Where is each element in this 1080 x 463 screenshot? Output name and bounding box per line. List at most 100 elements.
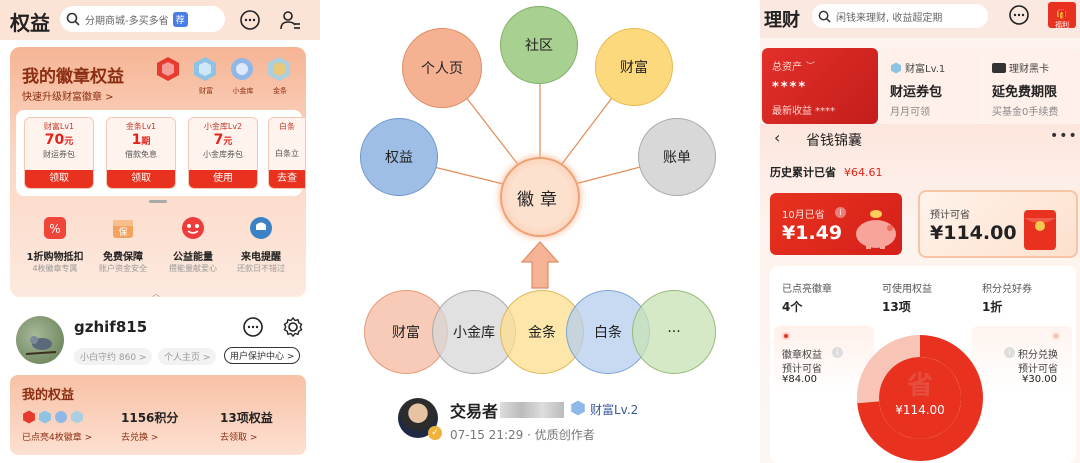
badge-vault[interactable]: 小金库 [229,56,257,96]
promo-card-fortune[interactable] [882,48,980,124]
sheet-title: 省钱锦囊 [806,133,862,149]
user-settings-icon[interactable] [278,8,302,32]
red-envelope-icon [1024,210,1056,250]
eye-closed-icon[interactable]: ︶ [806,62,816,72]
legend-badge-rights [774,326,874,392]
gear-icon[interactable] [282,316,304,338]
coupon-name: 白条立 [275,149,299,158]
legend-dot-red [782,332,790,340]
expected-label: 预计可省 [930,210,970,221]
credit-tag[interactable]: 小白守约 860 > [74,348,153,365]
coupon-action-button[interactable]: 领取 [107,170,175,188]
level-badge-icon [570,400,586,416]
message-icon[interactable] [242,316,264,338]
message-icon[interactable] [238,8,262,32]
badge-gold[interactable]: 金条 [266,56,294,96]
coupon-card[interactable]: 白条 白条立 去查 [268,117,306,189]
vault-badge-icon [55,411,67,423]
up-arrow-icon [520,241,560,289]
search-bar[interactable]: 闲钱来理财, 收益超定期 [812,4,988,28]
author-name[interactable]: 交易者 [450,402,499,421]
october-label: 10月已省 [782,210,825,221]
service-item[interactable]: 公益能量 攒能量献爱心 [158,214,228,274]
legend-value: ¥84.00 [782,374,817,385]
node-badge-center: 徽章 [500,157,580,237]
gift-icon: 🎁 [1056,10,1068,20]
legend-title: 积分兑换 [1018,350,1058,361]
author-level: 财富Lv.2 [590,403,639,417]
history-label: 历史累计已省 [770,166,836,179]
service-item[interactable]: % 1折购物抵扣 4枚徽章专属 [20,214,90,274]
badges-lit-link[interactable]: 已点亮4枚徽章 > [22,433,93,443]
vault-badge-icon [229,56,255,82]
coupon-card[interactable]: 金条Lv1 1期 借款免息 领取 [106,117,176,189]
badge-label: 金条 [273,87,287,95]
verified-icon: ✓ [428,426,442,440]
rights-link[interactable]: 去领取 > [220,433,258,443]
coupon-tier: 白条 [279,122,295,131]
node-rights: 权益 [360,118,438,196]
stat-label: 可使用权益 [882,284,932,295]
charity-icon [179,214,207,242]
service-sub: 攒能量献爱心 [169,264,217,273]
coupon-unit: 元 [64,137,74,147]
banner-title: 我的徽章权益 [22,67,124,87]
promo-sub: 月月可领 [890,107,930,118]
donut-segment-points [857,335,921,404]
savings-donut-chart [857,335,983,461]
badge-label: 小金库 [232,87,254,95]
expected-value: ¥114.00 [930,222,1017,244]
coupon-tier: 金条Lv1 [125,122,157,131]
coupon-name: 借款免息 [125,150,157,159]
coupon-action-button[interactable]: 使用 [189,170,257,188]
coupon-value: 7 [213,132,224,148]
coupon-unit: 期 [141,137,151,147]
message-icon[interactable] [1008,4,1030,26]
more-icon[interactable]: ••• [1050,128,1078,144]
coupon-tier: 财富Lv1 [43,122,75,131]
blue-badge-icon [39,410,51,424]
search-badge: 荐 [172,11,188,27]
assets-card[interactable] [762,48,878,124]
coupon-card[interactable]: 小金库Lv2 7元 小金库券包 使用 [188,117,258,189]
promo-card-blackcard[interactable] [984,48,1080,124]
banner-subtitle[interactable]: 快速升级财富徽章 > [22,92,114,103]
info-icon[interactable]: i [835,207,846,218]
coupon-action-button[interactable]: 领取 [25,170,93,188]
name-redaction [500,402,564,418]
service-item[interactable]: 保 免费保障 账户资金安全 [88,214,158,274]
coupon-value: 1 [131,132,142,148]
discount-icon: % [41,214,69,242]
info-icon[interactable]: i [1004,347,1015,358]
avatar[interactable] [16,316,64,364]
back-arrow-icon[interactable]: ‹ [774,128,781,147]
blue-badge-icon [192,56,218,82]
username: gzhif815 [74,318,148,336]
coupon-value: 70 [44,132,65,148]
search-placeholder: 闲钱来理财, 收益超定期 [836,12,943,24]
assets-label: 总资产 [772,62,802,73]
october-value: ¥1.49 [782,222,843,244]
phone-icon [247,214,275,242]
coupon-card[interactable]: 财富Lv1 70元 财运券包 领取 [24,117,94,189]
info-icon[interactable]: i [832,347,843,358]
search-bar[interactable]: 分期商城-多买多省 荐 [60,6,225,32]
coupon-action-button[interactable]: 去查 [269,170,305,188]
points-link[interactable]: 去兑换 > [121,433,159,443]
badge-fortune[interactable]: 财富 [192,56,220,96]
coupon-name: 小金库券包 [203,150,243,159]
badge-fortune-red[interactable] [155,56,183,86]
gift-button[interactable]: 🎁 福利 [1048,2,1076,29]
left-app-panel: 权益 分期商城-多买多省 荐 我的徽章权益 快速升级财富徽章 > 财富 小金库 … [0,0,320,463]
service-item[interactable]: 来电提醒 还款日不错过 [226,214,296,274]
donut-center-label: 省 [906,371,933,401]
badge-diagram: 个人页 社区 财富 权益 账单 徽章 财富 小金库 金条 白条 ··· ✓ 交易… [340,0,740,463]
stat-label: 积分兑好券 [982,284,1032,295]
stat-value: 13项 [882,300,911,314]
homepage-tag[interactable]: 个人主页 > [158,348,217,365]
page-title: 权益 [10,11,50,35]
protection-tag[interactable]: 用户保护中心 > [224,347,301,364]
search-icon [66,12,80,26]
coupon-name: 财运券包 [43,150,75,159]
collapse-chevron-icon[interactable]: ︿ [152,289,160,298]
